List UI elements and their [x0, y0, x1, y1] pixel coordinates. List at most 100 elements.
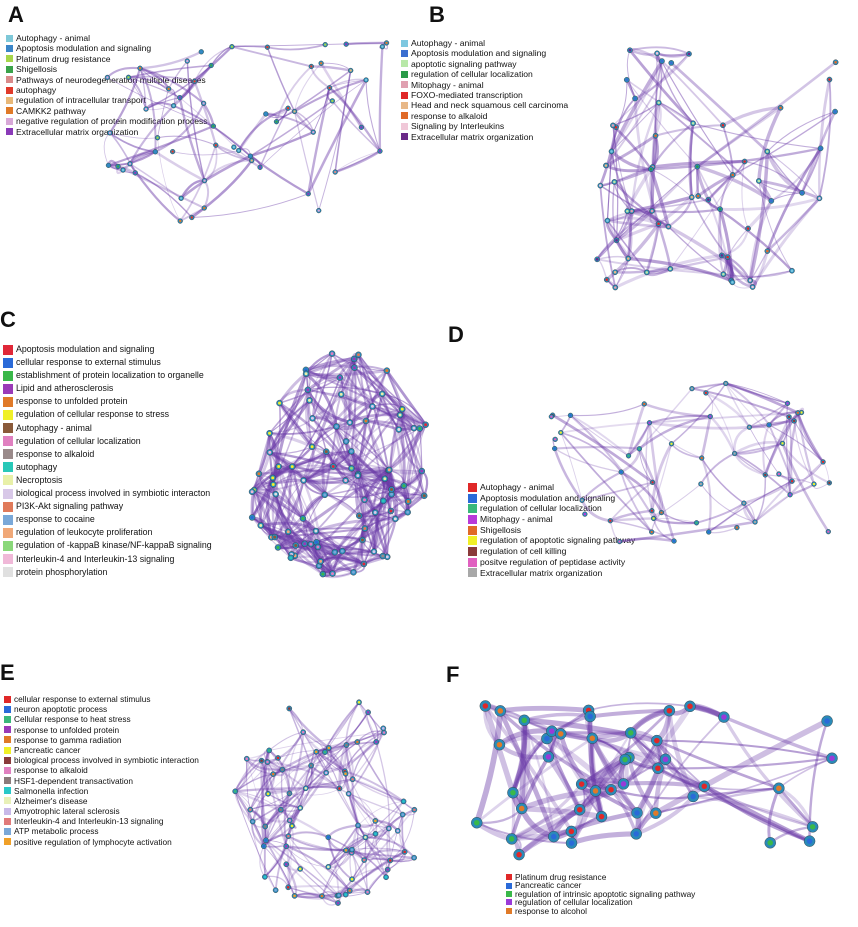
network-edge — [299, 868, 339, 904]
legend-label: response to cocaine — [16, 514, 95, 525]
network-edge — [689, 123, 695, 198]
legend-swatch — [6, 97, 13, 105]
network-edge — [108, 150, 156, 167]
network-edge — [762, 424, 770, 476]
network-edge — [272, 746, 330, 776]
legend-label: Necroptosis — [16, 474, 63, 485]
network-node-core — [654, 134, 657, 137]
network-edge — [351, 828, 390, 880]
legend-swatch — [401, 50, 408, 58]
network-node-core — [200, 50, 203, 54]
network-node-core — [362, 562, 366, 566]
network-edge — [327, 837, 353, 880]
network-edge — [317, 545, 383, 558]
network-node-core — [654, 737, 660, 744]
network-edge — [621, 704, 693, 787]
network-node-core — [748, 425, 751, 429]
legend-item: Apoptosis modulation and signaling — [3, 343, 212, 356]
network-edge — [306, 389, 351, 424]
network-edge — [299, 765, 312, 809]
legend-swatch — [506, 890, 512, 897]
legend-item: response to unfolded protein — [4, 725, 199, 735]
network-node-core — [650, 530, 653, 534]
network-edge — [306, 357, 355, 391]
legend-swatch — [401, 133, 408, 141]
network-edge — [657, 767, 811, 843]
network-edge — [725, 382, 788, 404]
network-node-core — [372, 550, 376, 554]
network-node-core — [383, 477, 387, 481]
network-edge — [364, 837, 369, 893]
legend-swatch — [6, 117, 13, 125]
network-node-core — [580, 499, 584, 502]
network-edge — [510, 736, 549, 794]
network-graph — [594, 46, 839, 291]
network-node-core — [232, 145, 236, 149]
network-edge — [700, 457, 712, 533]
nodes — [104, 40, 390, 224]
network-edge — [356, 420, 368, 475]
network-edge — [734, 442, 783, 455]
network-edge — [266, 761, 288, 847]
network-node-core — [389, 509, 393, 513]
network-edge — [193, 80, 217, 146]
network-node-core — [412, 426, 416, 430]
network-edge — [362, 478, 386, 565]
network-node-core — [286, 530, 290, 534]
network-edge — [727, 256, 754, 288]
network-node-core — [726, 255, 729, 259]
network-edge — [650, 443, 673, 511]
network-edge — [234, 749, 270, 792]
legend-swatch — [3, 383, 13, 394]
network-edge — [311, 417, 353, 469]
network-edge — [351, 848, 391, 862]
network-node-core — [403, 850, 406, 854]
network-edge — [656, 52, 690, 57]
network-edge — [291, 465, 359, 476]
legend-label: Apoptosis modulation and signaling — [411, 48, 547, 59]
network-edge — [288, 708, 312, 766]
network-edge — [620, 470, 663, 514]
network-node-core — [357, 700, 361, 704]
network-edge — [591, 736, 666, 762]
legend-item: ATP metabolic process — [4, 826, 199, 836]
legend-item: Autophagy - animal — [3, 422, 212, 435]
network-edge — [634, 53, 690, 100]
legend-item: Extracellular matrix organization — [468, 568, 635, 579]
network-edge — [721, 228, 750, 257]
network-node-core — [338, 376, 342, 380]
edges — [234, 701, 416, 906]
network-edge — [193, 45, 233, 83]
network-node-core — [307, 398, 311, 402]
network-edge — [725, 382, 788, 405]
network-node-core — [274, 888, 277, 892]
network-node-core — [362, 858, 366, 862]
network-edge — [353, 358, 427, 426]
network-edge — [558, 733, 598, 793]
network-node-core — [314, 529, 318, 533]
network-node-core — [360, 538, 364, 542]
network-edge — [696, 61, 837, 168]
legend-swatch — [468, 482, 477, 492]
network-node-core — [304, 786, 308, 790]
network-edge — [510, 720, 528, 794]
network-graph — [248, 350, 429, 579]
network-edge — [357, 354, 400, 430]
network-node-core — [390, 488, 394, 492]
network-edge — [596, 258, 608, 280]
network-edge — [658, 101, 772, 202]
network-edge — [234, 760, 263, 792]
network-edge — [275, 65, 312, 122]
network-node-core — [271, 483, 275, 487]
legend-item: regulation of apoptotic signaling pathwa… — [468, 535, 635, 546]
network-edge — [350, 467, 362, 516]
network-edge — [606, 151, 613, 221]
network-node-core — [828, 481, 831, 485]
network-node-core — [248, 808, 252, 811]
network-edge — [580, 499, 611, 523]
network-edge — [788, 416, 793, 482]
network-edge — [627, 403, 646, 457]
network-node-core — [390, 492, 394, 496]
legend-swatch — [401, 102, 408, 110]
